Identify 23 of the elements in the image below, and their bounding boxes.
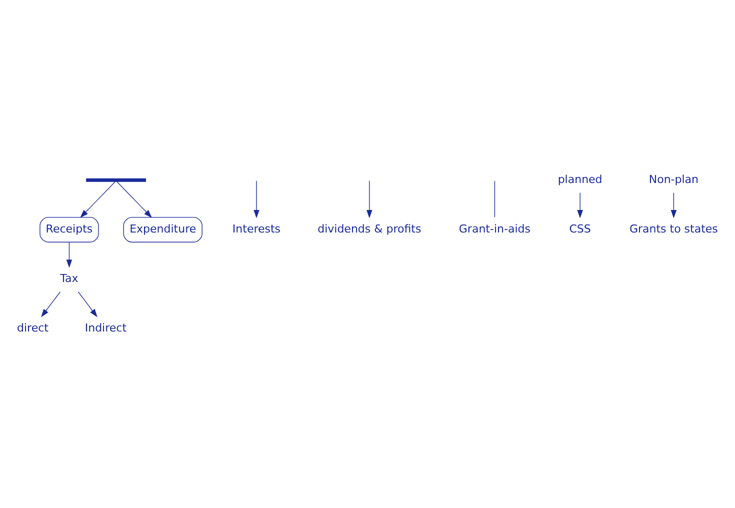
node-box: Expenditure bbox=[123, 216, 202, 242]
connector bbox=[494, 180, 496, 218]
node-bar bbox=[86, 178, 146, 182]
arrow bbox=[41, 291, 61, 317]
arrow bbox=[577, 192, 583, 218]
node-text: Indirect bbox=[84, 320, 127, 334]
arrow bbox=[80, 180, 116, 218]
arrow bbox=[254, 180, 260, 218]
node-text: Non-plan bbox=[648, 172, 699, 186]
arrow bbox=[366, 180, 372, 218]
arrow bbox=[116, 180, 152, 218]
node-text: Grant-in-aids bbox=[458, 222, 530, 235]
arrow bbox=[78, 291, 98, 317]
node-text: Interests bbox=[232, 222, 281, 235]
node-text: Grants to states bbox=[629, 222, 718, 235]
node-text: dividends & profits bbox=[318, 222, 422, 235]
arrow bbox=[66, 241, 72, 268]
node-text: direct bbox=[17, 320, 48, 334]
arrow bbox=[670, 192, 677, 218]
node-text: planned bbox=[558, 172, 602, 186]
node-text: Tax bbox=[60, 271, 78, 284]
node-text: CSS bbox=[569, 222, 591, 235]
node-box: Receipts bbox=[40, 216, 99, 242]
